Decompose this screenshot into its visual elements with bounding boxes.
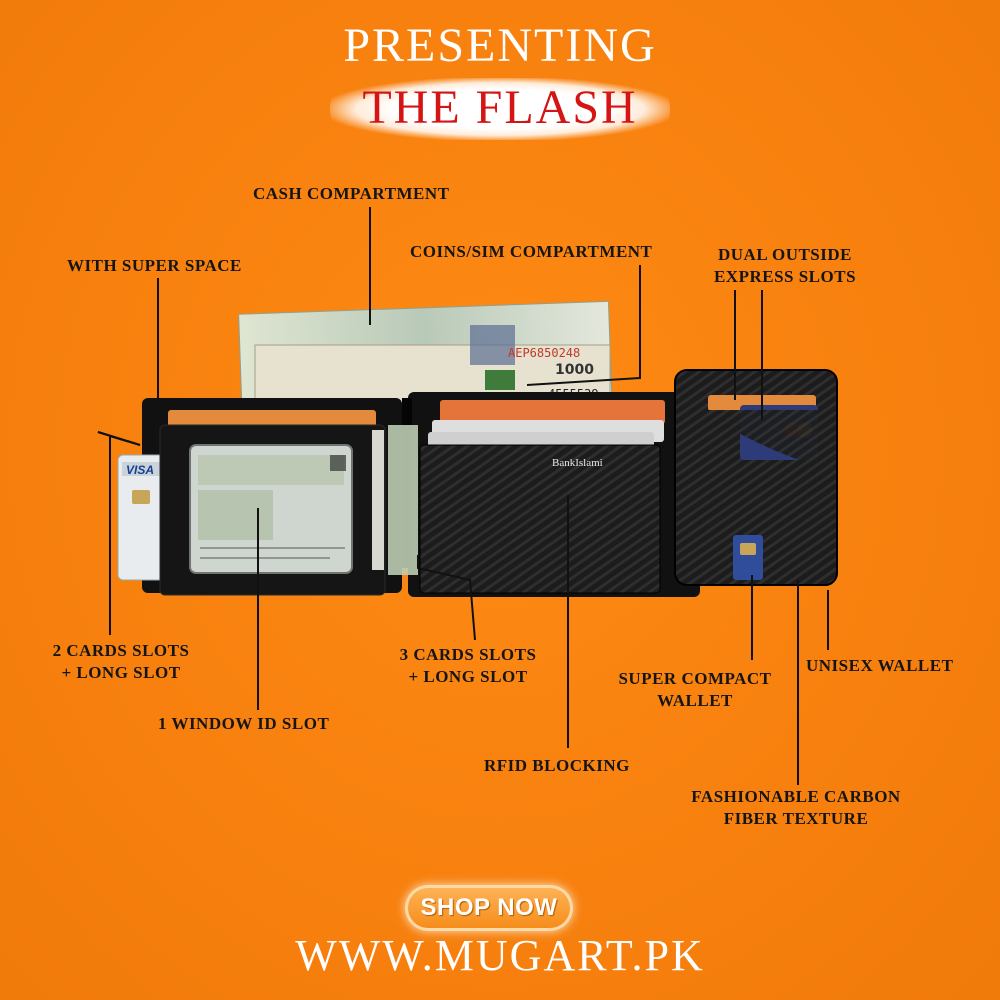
visa-label: VISA bbox=[126, 463, 154, 477]
label-dual-outside-express-slots: DUAL OUTSIDE EXPRESS SLOTS bbox=[700, 244, 870, 288]
label-carbon-line1: FASHIONABLE CARBON bbox=[691, 787, 901, 806]
label-rfid-blocking: RFID BLOCKING bbox=[484, 756, 630, 775]
note-value: 1000 bbox=[555, 362, 594, 378]
note-serial-1: AEP6850248 bbox=[508, 346, 580, 360]
label-window-id-slot: 1 WINDOW ID SLOT bbox=[158, 714, 330, 733]
label-dual-line2: EXPRESS SLOTS bbox=[713, 267, 857, 286]
label-2-cards-slots: 2 CARDS SLOTS + LONG SLOT bbox=[36, 640, 206, 684]
label-carbon-line2: FIBER TEXTURE bbox=[723, 809, 869, 828]
label-coins-sim-compartment: COINS/SIM COMPARTMENT bbox=[410, 242, 653, 261]
headline-product-name: THE FLASH bbox=[362, 81, 638, 134]
label-with-super-space: WITH SUPER SPACE bbox=[67, 256, 242, 275]
banknotes: AEP6850248 4555539 1000 bbox=[238, 300, 613, 411]
label-3cards-line2: + LONG SLOT bbox=[408, 667, 528, 686]
shop-now-button[interactable]: SHOP NOW bbox=[405, 885, 573, 931]
label-carbon-fiber-texture: FASHIONABLE CARBON FIBER TEXTURE bbox=[668, 786, 924, 830]
label-2cards-line1: 2 CARDS SLOTS bbox=[52, 641, 190, 660]
pointer-lines bbox=[97, 207, 829, 785]
label-unisex-wallet: UNISEX WALLET bbox=[806, 656, 954, 675]
title-glow bbox=[330, 78, 670, 140]
label-compact-line1: SUPER COMPACT bbox=[618, 669, 772, 688]
label-3-cards-slots: 3 CARDS SLOTS + LONG SLOT bbox=[383, 644, 553, 688]
label-cash-compartment: CASH COMPARTMENT bbox=[253, 184, 450, 203]
label-2cards-line2: + LONG SLOT bbox=[61, 663, 181, 682]
label-3cards-line1: 3 CARDS SLOTS bbox=[399, 645, 537, 664]
headline-presenting: PRESENTING bbox=[343, 19, 657, 72]
bankislami-label: BankIslami bbox=[552, 457, 603, 469]
website-url[interactable]: WWW.MUGART.PK bbox=[295, 931, 705, 980]
label-super-compact-wallet: SUPER COMPACT WALLET bbox=[600, 668, 790, 712]
label-dual-line1: DUAL OUTSIDE bbox=[717, 245, 852, 264]
label-compact-line2: WALLET bbox=[657, 691, 733, 710]
compact-wallet bbox=[674, 369, 838, 586]
